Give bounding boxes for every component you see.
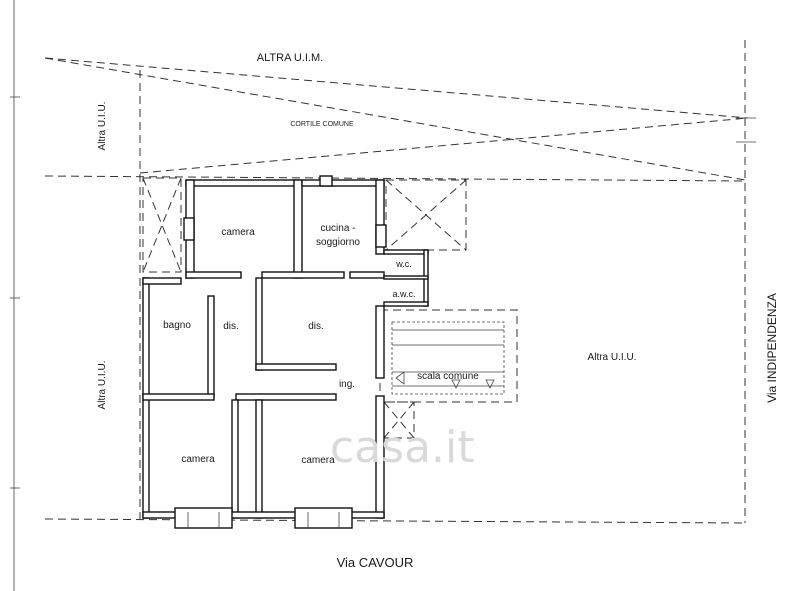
light-well-left [142, 177, 182, 273]
room-awc: a.w.c. [392, 289, 415, 299]
light-well-bottom [383, 401, 415, 439]
room-ingresso: ing. [339, 379, 355, 390]
watermark-text: casa.it [330, 422, 475, 473]
room-cucina-line2: soggiorno [316, 237, 360, 248]
street-bottom-label: Via CAVOUR [337, 555, 414, 570]
room-dis-center: dis. [308, 321, 324, 332]
room-cucina-line1: cucina - [320, 223, 355, 234]
common-stair [379, 309, 518, 403]
room-wc: w.c. [395, 259, 412, 269]
room-camera-bottom-left: camera [181, 454, 215, 465]
room-camera-bottom-right: camera [301, 455, 335, 466]
left-neighbor-bottom-label: Altra U.I.U. [97, 361, 108, 410]
room-scala: scala comune [417, 371, 479, 382]
room-camera-top: camera [221, 227, 255, 238]
room-dis-left: dis. [223, 321, 239, 332]
apartment-walls [142, 175, 429, 529]
right-neighbor-label: Altra U.I.U. [588, 352, 637, 363]
property-boundaries [44, 40, 756, 524]
light-well-right [385, 179, 467, 251]
top-neighbor-label: ALTRA U.I.M. [257, 52, 323, 64]
left-neighbor-top-label: Altra U.I.U. [97, 102, 108, 151]
room-bagno: bagno [163, 320, 191, 331]
courtyard-label: CORTILE COMUNE [290, 121, 354, 128]
street-right-label: Via INDIPENDENZA [765, 293, 779, 403]
